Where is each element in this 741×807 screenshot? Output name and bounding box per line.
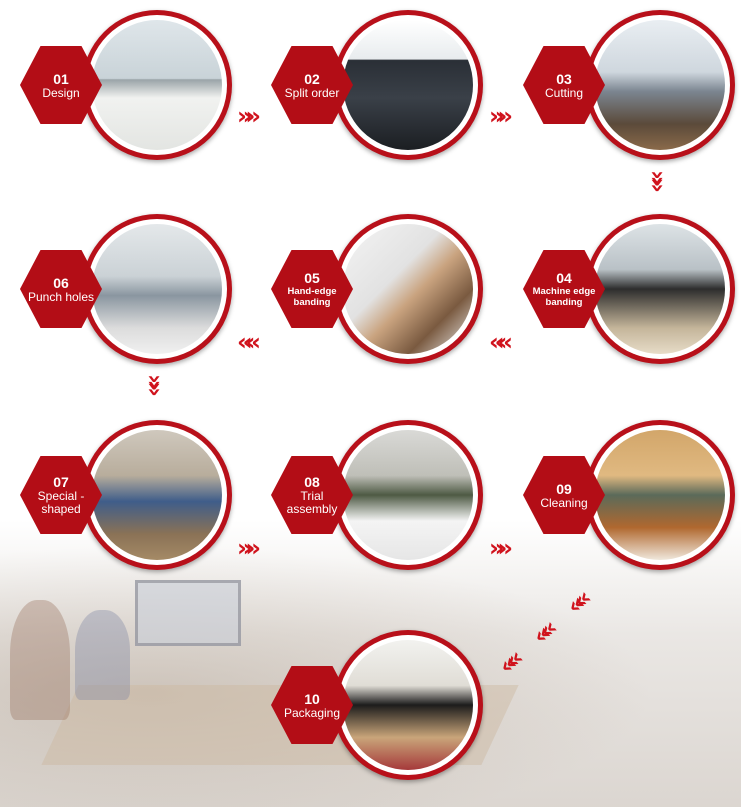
hand-edge-banding-photo — [343, 224, 473, 354]
step-label: Hand-edge banding — [287, 286, 337, 308]
step-punch-holes: 06 Punch holes — [20, 214, 232, 364]
step-number: 05 — [304, 270, 320, 286]
arrow-right-icon: »» — [489, 102, 513, 130]
step-split-order: 02 Split order — [271, 10, 483, 160]
arrow-left-icon: «« — [237, 328, 261, 356]
step-hand-edge-banding: 05 Hand-edge banding — [271, 214, 483, 364]
step-label: Punch holes — [27, 289, 95, 304]
arrow-right-icon: »» — [489, 534, 513, 562]
step-special-shaped: 07 Special -shaped — [20, 420, 232, 570]
arrow-left-icon: «« — [489, 328, 513, 356]
step-packaging: 10 Packaging — [271, 630, 483, 780]
step-number: 03 — [556, 70, 572, 87]
special-shaped-photo — [92, 430, 222, 560]
step-number: 04 — [556, 270, 572, 286]
step-label: Trial assembly — [286, 489, 338, 516]
step-design: 01 Design — [20, 10, 232, 160]
trial-assembly-photo — [343, 430, 473, 560]
step-number: 02 — [304, 70, 320, 87]
step-number: 08 — [304, 474, 320, 490]
background-worker — [10, 600, 70, 720]
packaging-photo — [343, 640, 473, 770]
cutting-machine-photo — [595, 20, 725, 150]
step-label: Special -shaped — [37, 489, 85, 516]
step-label: Cutting — [544, 85, 584, 100]
step-number: 10 — [304, 690, 320, 707]
step-label: Packaging — [283, 705, 341, 720]
step-label: Cleaning — [540, 495, 588, 510]
arrow-right-icon: »» — [237, 534, 261, 562]
step-number: 09 — [556, 480, 572, 497]
step-number: 01 — [53, 70, 69, 87]
arrow-right-icon: »» — [237, 102, 261, 130]
machine-edge-banding-photo — [595, 224, 725, 354]
step-trial-assembly: 08 Trial assembly — [271, 420, 483, 570]
split-order-photo — [343, 20, 473, 150]
step-label: Split order — [284, 85, 340, 100]
step-badge: 03 Cutting — [523, 46, 605, 124]
step-number: 06 — [53, 274, 69, 291]
step-label: Design — [42, 85, 80, 100]
background-monitor — [135, 580, 241, 646]
step-number: 07 — [53, 474, 69, 490]
arrow-down-icon: »» — [141, 374, 169, 390]
cleaning-photo — [595, 430, 725, 560]
step-cleaning: 09 Cleaning — [523, 420, 735, 570]
background-worker — [75, 610, 130, 700]
step-badge: 04 Machine edge banding — [523, 250, 605, 328]
step-label: Machine edge banding — [532, 286, 596, 308]
step-machine-edge-banding: 04 Machine edge banding — [523, 214, 735, 364]
design-office-photo — [92, 20, 222, 150]
punch-holes-machine-photo — [92, 224, 222, 354]
arrow-down-icon: »» — [644, 170, 672, 186]
step-badge: 09 Cleaning — [523, 456, 605, 534]
step-cutting: 03 Cutting — [523, 10, 735, 160]
